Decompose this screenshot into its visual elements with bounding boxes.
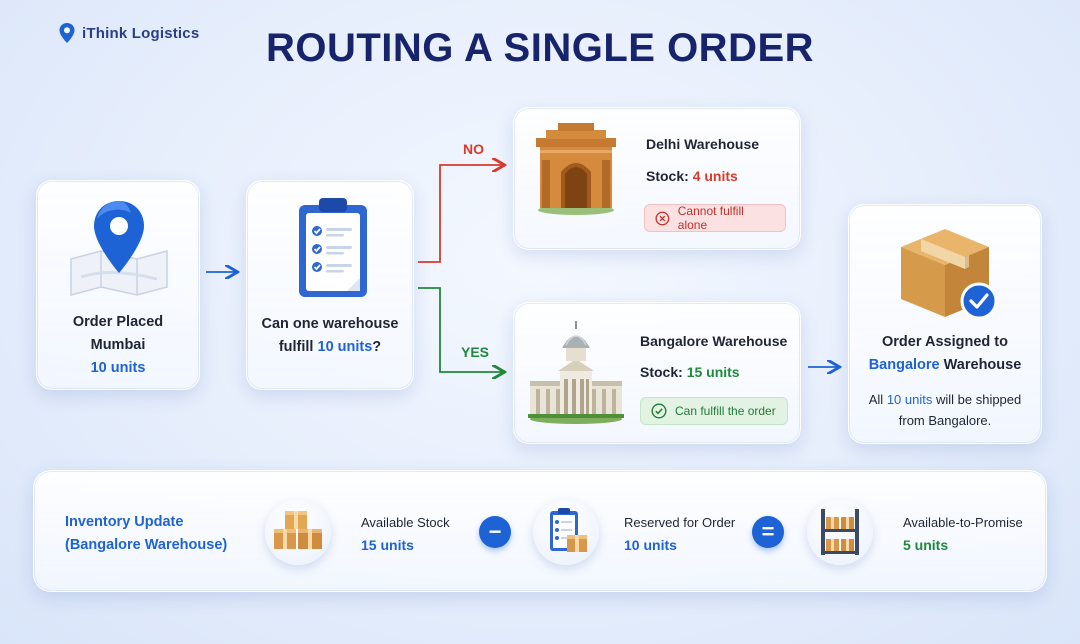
check-badge-icon [960, 282, 998, 320]
atp-icon [807, 499, 873, 565]
assigned-line1: Order Assigned to [882, 334, 1008, 350]
reserved-order-label: Reserved for Order [624, 515, 736, 530]
bangalore-warehouse-card: Bangalore Warehouse Stock: 15 units Can … [513, 302, 801, 444]
minus-operator: − [479, 516, 511, 548]
map-icon [70, 201, 168, 296]
x-circle-icon [655, 211, 670, 225]
brand-name: iThink Logistics [82, 24, 200, 42]
delhi-warehouse-name: Delhi Warehouse [646, 136, 760, 152]
order-city: Mumbai [90, 337, 146, 353]
delhi-stock-value: 4 units [692, 168, 738, 184]
atp-value: 5 units [903, 537, 949, 553]
equals-operator: = [752, 516, 784, 548]
location-pin-icon [94, 201, 144, 273]
brand-logo: iThink Logistics [58, 22, 199, 44]
inventory-update-panel: Inventory Update (Bangalore Warehouse) A… [33, 470, 1047, 592]
boxes-stack-icon [274, 511, 322, 549]
page-title: ROUTING A SINGLE ORDER [265, 26, 815, 70]
arrow-yes-branch [418, 287, 503, 372]
delhi-stock: Stock: 4 units [646, 168, 738, 184]
order-placed-card: Order Placed Mumbai 10 units [36, 180, 200, 390]
bangalore-stock: Stock: 15 units [640, 364, 740, 380]
check-circle-icon [651, 403, 667, 419]
order-placed-label: Order Placed [72, 314, 164, 330]
order-quantity: 10 units [90, 360, 146, 376]
delhi-status-badge: Cannot fulfill alone [644, 204, 786, 232]
assigned-note-line1: All 10 units will be shipped [868, 392, 1022, 407]
location-pin-icon [59, 23, 75, 43]
available-stock-value: 15 units [361, 537, 414, 553]
delhi-status-text: Cannot fulfill alone [677, 204, 744, 232]
india-gate-icon [536, 123, 616, 215]
delhi-warehouse-card: Delhi Warehouse Stock: 4 units Cannot fu… [513, 107, 801, 250]
bangalore-status-badge: Can fulfill the order [640, 397, 788, 425]
reserved-order-value: 10 units [624, 537, 677, 553]
question-line2: fulfill 10 units? [278, 339, 382, 355]
vidhana-soudha-icon [528, 321, 624, 424]
inventory-title: Inventory Update [65, 514, 184, 530]
clipboard-checklist-icon [299, 198, 367, 297]
clipboard-checklist-icon [550, 508, 587, 552]
inventory-subtitle: (Bangalore Warehouse) [65, 537, 228, 553]
assigned-warehouse: Bangalore Warehouse [868, 357, 1022, 373]
branch-no-label: NO [463, 141, 484, 157]
available-stock-icon [265, 499, 331, 565]
bangalore-stock-value: 15 units [686, 364, 740, 380]
cardboard-box-icon [901, 229, 998, 320]
bangalore-status-text: Can fulfill the order [675, 404, 776, 418]
atp-label: Available-to-Promise [903, 515, 1023, 530]
assigned-note-line2: from Bangalore. [898, 413, 992, 428]
question-quantity: 10 units [317, 339, 373, 355]
bangalore-warehouse-name: Bangalore Warehouse [640, 333, 788, 349]
question-line1: Can one warehouse [261, 316, 399, 332]
available-stock-label: Available Stock [361, 515, 450, 530]
decision-card: Can one warehouse fulfill 10 units? [246, 180, 414, 390]
arrow-no-branch [418, 165, 503, 263]
order-assigned-card: Order Assigned to Bangalore Warehouse Al… [848, 204, 1042, 444]
branch-yes-label: YES [461, 344, 490, 360]
reserved-order-icon [533, 499, 599, 565]
warehouse-shelf-icon [821, 509, 859, 555]
